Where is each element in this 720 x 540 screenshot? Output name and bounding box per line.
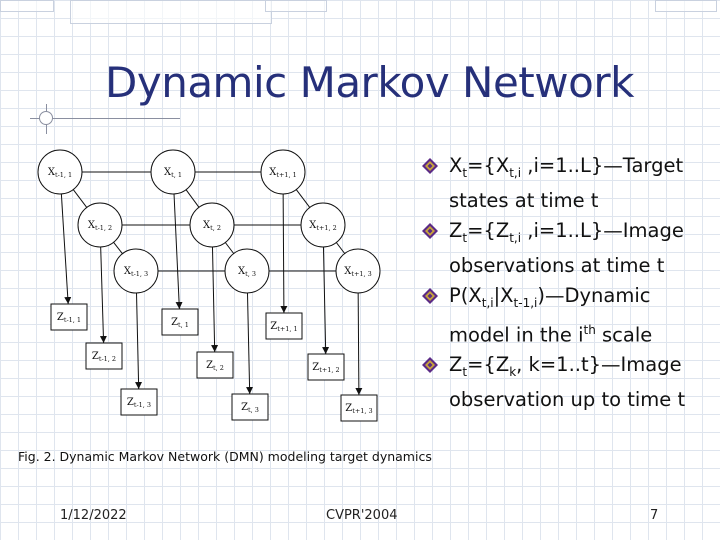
node-label: Zt+1, 2 (312, 362, 339, 374)
observation-node-z-t-1-2: Zt+1, 2 (307, 353, 345, 381)
node-label: Zt-1, 1 (57, 312, 81, 324)
bullet-subscript: t,i (481, 295, 494, 310)
decor-box (70, 0, 272, 24)
node-label: Zt-1, 2 (92, 351, 116, 363)
decor-box (655, 0, 717, 12)
observation-node-z-t-1-1: Zt-1, 1 (50, 303, 88, 331)
network-edge (224, 242, 235, 254)
footer-date: 1/12/2022 (60, 508, 127, 523)
node-label: Xt, 3 (238, 266, 256, 278)
bullet-subscript: t (462, 365, 468, 380)
bullet-text: ={X (467, 154, 510, 177)
state-node-x-t-1-3: Xt+1, 3 (335, 248, 381, 294)
bullet-subscript: t (462, 230, 468, 245)
network-edge (185, 189, 200, 208)
figure-caption: Fig. 2. Dynamic Markov Network (DMN) mod… (18, 449, 432, 464)
observation-node-z-t-1: Zt, 1 (161, 308, 199, 336)
node-label: Zt, 1 (171, 317, 189, 329)
state-node-x-t-1-3: Xt-1, 3 (113, 248, 159, 294)
decor-circle (39, 111, 53, 125)
observation-node-z-t-1-1: Zt+1, 1 (265, 312, 303, 340)
state-node-x-t-1-2: Xt+1, 2 (300, 202, 346, 248)
state-node-x-t-1-1: Xt+1, 1 (260, 149, 306, 195)
network-edge (72, 189, 88, 208)
network-edge (335, 242, 346, 254)
observation-arrow (60, 193, 72, 305)
observation-node-z-t-1-3: Zt+1, 3 (340, 394, 378, 422)
bullet-item: Xt={Xt,i ,i=1..L}—Target states at time … (420, 152, 716, 214)
observation-node-z-t-1-3: Zt-1, 3 (120, 388, 158, 416)
bullet-subscript: t-1,i (513, 295, 538, 310)
bullet-subscript: t,i (509, 230, 522, 245)
diamond-bullet-icon (422, 222, 438, 239)
markov-network-diagram: Xt-1, 1 Xt, 1 Xt+1, 1 Xt-1, 2 Xt, 2 Xt+1, 2 Xt… (37, 149, 381, 422)
bullet-subscript: t,i (509, 165, 522, 180)
state-node-x-t-2: Xt, 2 (189, 202, 235, 248)
bullet-item: Zt={Zk, k=1..t}—Image observation up to … (420, 351, 716, 413)
bullet-text: )—Dynamic model in the i (449, 283, 651, 347)
bullet-text: X (449, 154, 463, 177)
diamond-bullet-icon (422, 158, 438, 174)
observation-arrow (211, 246, 219, 353)
decor-box (0, 0, 54, 12)
bullet-text: ,i=1..L}—Target states at time t (449, 154, 684, 212)
node-label: Xt+1, 1 (269, 167, 297, 179)
node-label: Zt, 3 (241, 402, 259, 414)
node-label: Xt+1, 2 (309, 220, 337, 232)
observation-node-z-t-1-2: Zt-1, 2 (85, 342, 123, 370)
bullet-subscript: t (462, 165, 468, 180)
footer-conference: CVPR'2004 (326, 508, 398, 523)
bullet-superscript: th (583, 322, 596, 337)
node-label: Zt+1, 1 (270, 321, 297, 333)
observation-arrow (135, 292, 143, 390)
diamond-bullet-icon (422, 287, 438, 304)
bullet-subscript: k (509, 365, 517, 380)
bullet-text: ,i=1..L}—Image observations at time t (449, 218, 684, 277)
observation-arrow (355, 292, 363, 396)
bullet-text: scale (595, 323, 653, 347)
bullet-text: Z (449, 218, 463, 242)
decor-box (265, 0, 327, 12)
node-label: Zt, 2 (206, 360, 224, 372)
observation-arrow (99, 246, 107, 344)
node-label: Xt-1, 3 (124, 266, 148, 278)
state-node-x-t-1-1: Xt-1, 1 (37, 149, 83, 195)
node-label: Xt, 2 (203, 220, 221, 232)
decor-line (30, 118, 180, 119)
bullet-text: P(X (449, 283, 482, 307)
node-label: Xt-1, 2 (88, 220, 112, 232)
node-label: Zt-1, 3 (127, 397, 151, 409)
observation-arrow (322, 246, 330, 355)
bullet-item: Zt={Zt,i ,i=1..L}—Image observations at … (420, 217, 716, 279)
bullet-text: ={Z (467, 218, 510, 242)
observation-node-z-t-3: Zt, 3 (231, 393, 269, 421)
observation-arrow (246, 292, 254, 395)
bullet-item: P(Xt,i|Xt-1,i)—Dynamic model in the ith … (420, 282, 716, 348)
bullet-text: |X (493, 283, 514, 307)
state-node-x-t-3: Xt, 3 (224, 248, 270, 294)
observation-node-z-t-2: Zt, 2 (196, 351, 234, 379)
network-edge (113, 242, 123, 254)
observation-arrow (173, 193, 183, 310)
footer-page-number: 7 (650, 508, 659, 523)
network-edge (295, 189, 311, 208)
bullet-text: ={Z (467, 353, 510, 377)
node-label: Xt-1, 1 (48, 167, 72, 179)
node-label: Xt+1, 3 (344, 266, 372, 278)
bullet-list: Xt={Xt,i ,i=1..L}—Target states at time … (420, 152, 716, 416)
node-label: Zt+1, 3 (345, 403, 372, 415)
slide-title: Dynamic Markov Network (105, 58, 634, 107)
diamond-bullet-icon (422, 357, 438, 374)
bullet-text: , k=1..t}—Image observation up to time t (449, 353, 686, 412)
bullet-text: Z (449, 353, 463, 377)
observation-arrow (280, 193, 288, 314)
node-label: Xt, 1 (164, 167, 182, 179)
state-node-x-t-1-2: Xt-1, 2 (77, 202, 123, 248)
state-node-x-t-1: Xt, 1 (150, 149, 196, 195)
